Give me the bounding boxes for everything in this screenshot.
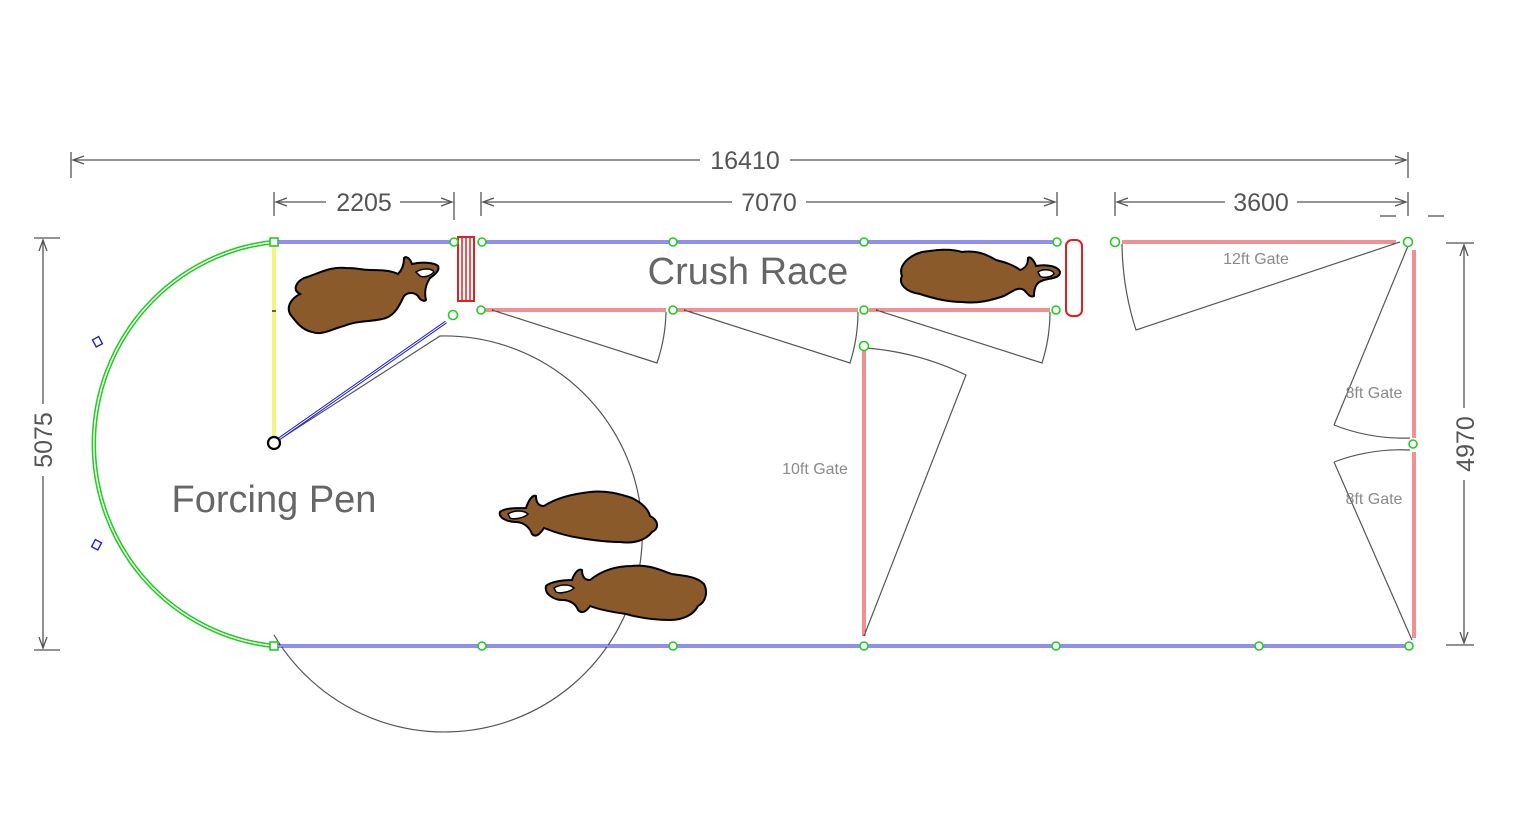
head-gate <box>457 236 475 302</box>
gate-8ft-lower-label: 8ft Gate <box>1346 491 1403 508</box>
dimension-forcing-pen: 2205 <box>273 189 455 220</box>
dimension-overall: 16410 <box>70 147 1409 178</box>
gate-12ft: 12ft Gate <box>1121 240 1401 331</box>
cow-forcing-pen <box>287 256 440 335</box>
crush-race-label: Crush Race <box>648 251 849 293</box>
dimension-crush-race: 7070 <box>480 189 1058 217</box>
cow-pen-lower <box>544 564 707 622</box>
pivot-post <box>266 435 282 451</box>
gate-8ft-upper: 8ft Gate <box>1333 245 1416 439</box>
fixed-panels <box>278 240 1410 648</box>
gate-10ft-label: 10ft Gate <box>782 461 848 478</box>
crush-race-side-gates: Crush Race <box>485 239 1083 364</box>
dimension-right-height: 4970 <box>1446 242 1480 646</box>
dimension-left-height-label: 5075 <box>30 412 58 468</box>
dimension-crush-race-label: 7070 <box>741 189 797 217</box>
crush-exit-gate <box>1065 239 1083 317</box>
gate-8ft-lower: 8ft Gate <box>1333 449 1416 641</box>
dimension-right-section: 3600 <box>1114 189 1444 217</box>
dimension-right-height-label: 4970 <box>1452 416 1480 472</box>
curved-panel <box>91 239 275 649</box>
cow-crush-race <box>900 248 1062 304</box>
dimension-overall-label: 16410 <box>710 147 780 175</box>
dimension-left-height: 5075 <box>30 237 60 651</box>
cattle <box>287 248 1062 622</box>
gate-12ft-label: 12ft Gate <box>1223 251 1289 268</box>
posts <box>447 236 1418 651</box>
gate-8ft-upper-label: 8ft Gate <box>1346 385 1403 402</box>
forcing-pen: Forcing Pen <box>90 237 643 733</box>
cow-pen-upper <box>498 490 658 544</box>
dimension-right-section-label: 3600 <box>1233 189 1289 217</box>
dimension-forcing-pen-label: 2205 <box>336 189 392 217</box>
forcing-pen-label: Forcing Pen <box>172 479 377 521</box>
forcing-pen-swing-arc <box>273 335 643 733</box>
gate-10ft: 10ft Gate <box>782 347 967 637</box>
